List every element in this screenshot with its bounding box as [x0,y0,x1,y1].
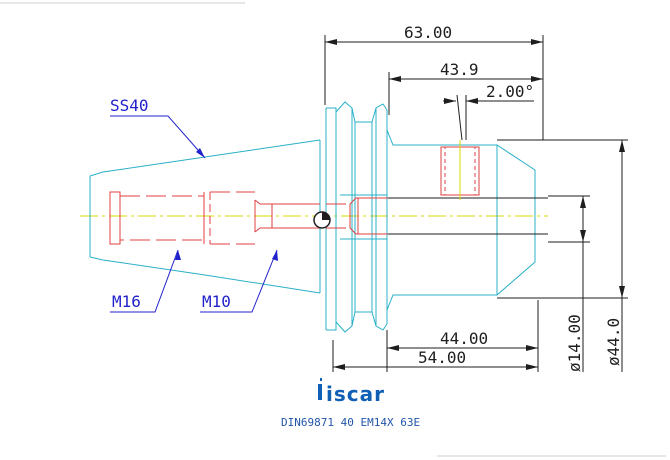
dim-angle: 2.00° [486,82,534,101]
dimension-arrows [325,39,625,370]
flange-body [325,101,536,333]
dim-overall-length: 63.00 [404,23,452,42]
label-m10: M10 [202,292,231,311]
leader-lines [110,115,278,313]
brand-wordmark: iscar [326,382,385,406]
dim-bore-diameter: ø14.00 [565,314,584,372]
center-mark-icon [313,211,331,229]
label-m16: M16 [112,292,141,311]
brand-logo: iscar [318,378,385,406]
designation-caption: DIN69871 40 EM14X 63E [281,416,420,429]
leader-arrows [175,148,278,261]
dimension-lines [324,35,628,372]
dim-body-length: 43.9 [440,60,479,79]
label-ss40: SS40 [110,96,149,115]
dim-length-54: 54.00 [418,348,466,367]
dim-length-44: 44.00 [440,329,488,348]
dim-outer-diameter: ø44.0 [604,318,623,366]
